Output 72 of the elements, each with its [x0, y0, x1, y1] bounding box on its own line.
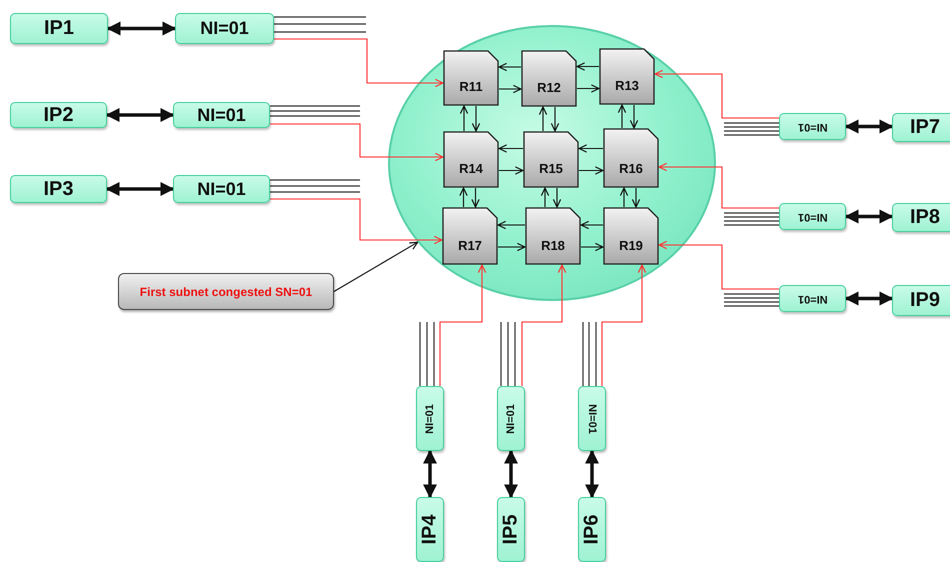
arrow — [498, 62, 521, 72]
router-box: R17 — [442, 207, 498, 265]
network-interface-box: NI=01 — [779, 113, 846, 140]
arrow — [274, 38, 444, 88]
arrow — [270, 198, 443, 244]
arrow — [630, 105, 638, 129]
router-box: R14 — [443, 131, 499, 188]
arrow — [459, 187, 468, 207]
network-interface-box: NI=01 — [416, 386, 444, 451]
arrow — [585, 450, 599, 498]
network-interface-box: NI=01 — [173, 175, 270, 203]
arrow — [580, 220, 603, 230]
arrow — [540, 187, 550, 207]
arrow — [550, 107, 560, 132]
arrow — [106, 182, 174, 196]
network-interface-box: NI=01 — [578, 386, 606, 451]
arrow — [844, 292, 894, 306]
arrow — [581, 242, 604, 252]
arrow — [106, 108, 174, 122]
arrow — [618, 104, 626, 128]
arrow — [270, 123, 444, 162]
arrow — [601, 264, 646, 386]
router-box: R11 — [443, 50, 499, 106]
arrow — [578, 144, 603, 153]
ip-core-box: IP4 — [416, 497, 444, 562]
ip-core-box: IP7 — [892, 113, 950, 142]
router-box: R18 — [525, 207, 581, 265]
ip-core-box: IP3 — [10, 175, 107, 203]
subnet-circle — [388, 25, 716, 301]
router-box: R12 — [521, 50, 577, 107]
arrow — [658, 240, 779, 290]
arrow — [576, 62, 599, 71]
arrow — [472, 106, 480, 132]
arrow — [498, 242, 526, 252]
network-interface-box: NI=01 — [175, 13, 274, 44]
arrow — [579, 166, 604, 175]
ip-core-box: IP2 — [10, 102, 107, 128]
arrow — [439, 264, 486, 386]
router-box: R19 — [603, 207, 659, 265]
arrow — [654, 70, 779, 119]
arrow — [460, 105, 468, 131]
arrow — [521, 264, 566, 386]
arrow — [844, 210, 894, 224]
callout-box: First subnet congested SN=01 — [118, 273, 334, 310]
arrow — [632, 188, 640, 208]
arrow — [498, 144, 523, 153]
ip-core-box: IP5 — [497, 497, 525, 562]
ip-core-box: IP1 — [10, 13, 108, 44]
arrow — [504, 450, 518, 498]
network-interface-box: NI=01 — [779, 285, 846, 312]
router-box: R16 — [603, 128, 659, 188]
arrow — [106, 22, 176, 36]
arrow — [552, 188, 562, 208]
arrow — [577, 84, 600, 93]
ip-core-box: IP9 — [892, 285, 950, 316]
router-box: R13 — [599, 48, 655, 105]
arrow — [423, 450, 437, 498]
arrow — [499, 166, 524, 175]
arrow — [499, 84, 522, 94]
network-interface-box: NI=01 — [497, 386, 525, 451]
arrow — [538, 106, 548, 131]
ip-core-box: IP6 — [578, 497, 606, 562]
arrow — [497, 220, 525, 230]
router-box: R15 — [523, 131, 579, 188]
arrow — [334, 242, 418, 292]
network-interface-box: NI=01 — [779, 203, 846, 230]
arrow — [658, 162, 779, 209]
arrow — [844, 120, 894, 134]
arrow — [620, 187, 628, 207]
network-interface-box: NI=01 — [173, 102, 270, 128]
ip-core-box: IP8 — [892, 203, 950, 232]
arrow — [471, 188, 480, 208]
